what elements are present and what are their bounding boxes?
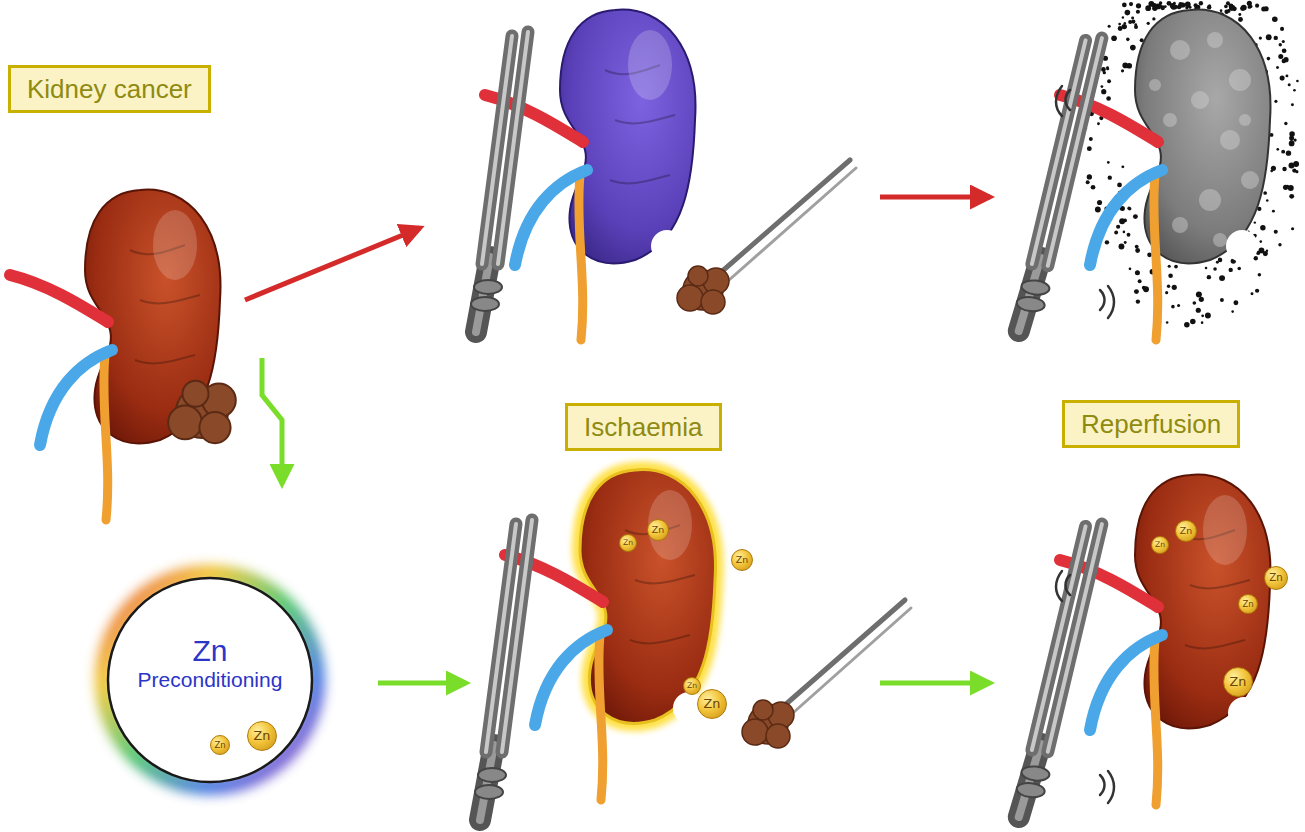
forceps	[777, 600, 905, 712]
green-arrow	[262, 358, 282, 484]
zinc-particle: Zn	[1223, 667, 1253, 697]
red-arrow	[245, 228, 420, 300]
zinc-particle: Zn	[731, 549, 753, 571]
zinc-particle: Zn	[647, 519, 669, 541]
title-label: Kidney cancer	[8, 65, 211, 113]
motion-marks	[1056, 571, 1114, 803]
zinc-particle: Zn	[247, 721, 277, 751]
vascular-clamp	[471, 32, 528, 332]
zinc-particle: Zn	[1175, 520, 1197, 542]
stage-label: Reperfusion	[1062, 400, 1240, 448]
green-arrow	[378, 681, 466, 686]
zinc-particle: Zn	[210, 735, 230, 755]
released-clamp	[1014, 518, 1102, 822]
circle-text: Zn	[192, 634, 227, 668]
kidney-tumour	[10, 190, 236, 520]
vascular-clamp	[475, 520, 532, 820]
zinc-particle: Zn	[697, 689, 727, 719]
circle-text: Preconditioning	[138, 668, 283, 692]
forceps	[712, 160, 850, 280]
red-arrow	[880, 195, 990, 200]
label-text: Reperfusion	[1081, 409, 1221, 439]
excised-tumour	[677, 266, 729, 314]
excised-tumour	[742, 700, 794, 748]
zinc-particle: Zn	[1151, 536, 1169, 554]
zinc-particle: Zn	[1264, 566, 1288, 590]
stage-label: Ischaemia	[565, 403, 722, 451]
zinc-particle: Zn	[683, 677, 701, 695]
necrotic-debris	[1084, 1, 1299, 328]
preconditioning-circle: ZnPreconditioning	[92, 562, 328, 798]
zinc-particle: Zn	[1238, 594, 1258, 614]
motion-marks	[1056, 86, 1114, 318]
label-text: Ischaemia	[584, 412, 703, 442]
green-arrow	[880, 681, 990, 686]
rainbow-halo	[104, 574, 316, 786]
released-clamp	[1014, 32, 1102, 336]
zinc-particle: Zn	[619, 534, 637, 552]
kidney-ischaemic	[485, 10, 695, 340]
label-text: Kidney cancer	[27, 74, 192, 104]
